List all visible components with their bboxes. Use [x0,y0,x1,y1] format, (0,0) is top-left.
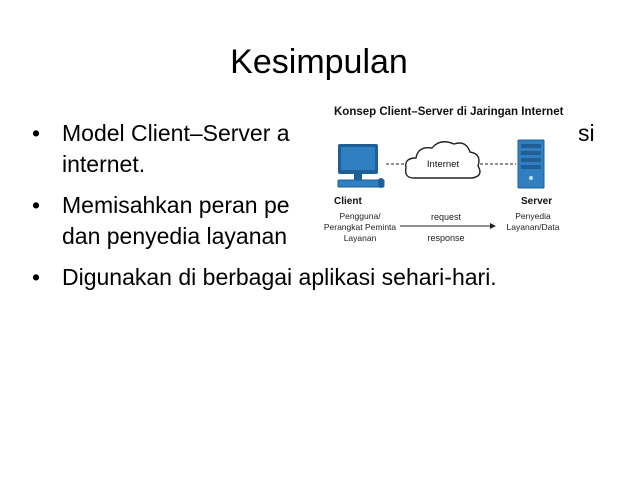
server-label: Server [521,196,552,207]
cloud-icon [404,141,481,179]
bullet-list: • Model Client–Server a si internet. • Me… [30,118,620,303]
client-desc-line1: Pengguna/ [339,211,381,221]
bullet-item: • Memisahkan peran pe dan penyedia layan… [30,190,620,252]
request-arrowhead [490,223,496,229]
client-label: Client [334,196,362,207]
bullet-item: • Model Client–Server a si internet. [30,118,620,180]
bullet-text: Model Client–Server a [62,120,290,146]
client-desc-line2: Perangkat Peminta [324,222,397,232]
bullet-item: • Digunakan di berbagai aplikasi sehari-… [30,262,620,293]
server-icon [517,139,545,189]
slide-title: Kesimpulan [230,43,408,81]
bullet-dot: • [32,120,41,146]
bullet-dot: • [32,192,41,218]
request-label: request [431,212,462,222]
computer-icon [337,144,385,188]
response-label: response [427,233,464,243]
cloud-label: Internet [427,159,460,170]
diagram-title: Konsep Client–Server di Jaringan Interne… [334,106,564,118]
server-desc-line2: Layanan/Data [507,222,560,232]
bullet-text-tail: si [578,120,595,146]
bullet-text-cont: internet. [62,151,146,177]
server-desc-line1: Penyedia [515,211,551,221]
bullet-dot: • [32,264,41,290]
client-server-diagram: Konsep Client–Server di Jaringan Interne… [316,96,568,260]
client-desc-line3: Layanan [344,233,377,243]
bullet-text-cont: dan penyedia layanan [62,223,288,249]
bullet-text: Digunakan di berbagai aplikasi sehari-ha… [62,264,497,290]
bullet-text: Memisahkan peran pe [62,192,290,218]
